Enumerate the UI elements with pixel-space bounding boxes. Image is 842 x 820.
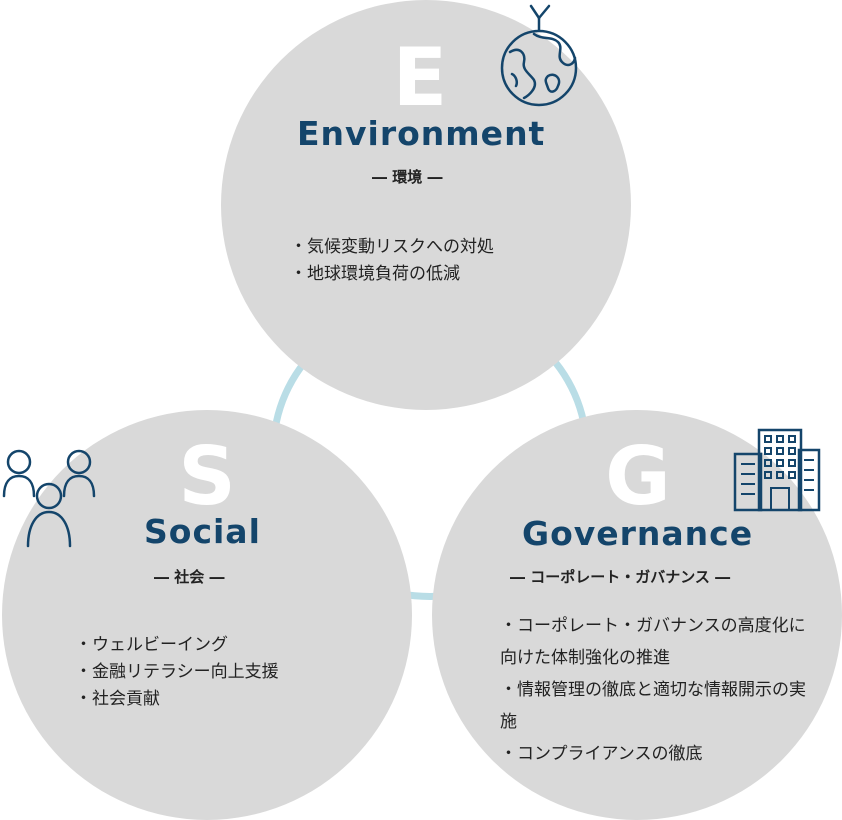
environment-subtitle: ― 環境 ― — [372, 168, 443, 186]
environment-list: ・気候変動リスクへの対処 ・地球環境負荷の低減 — [290, 234, 494, 288]
governance-title: Governance — [522, 514, 754, 553]
list-item: ・情報管理の徹底と適切な情報開示の実施 — [500, 680, 806, 732]
list-item: ・金融リテラシー向上支援 — [75, 662, 279, 682]
environment-circle — [221, 0, 631, 410]
list-item: ・コンプライアンスの徹底 — [500, 744, 703, 764]
environment-title: Environment — [297, 114, 546, 153]
social-letter: S — [178, 430, 236, 523]
globe-icon — [500, 4, 578, 107]
list-item: ・ウェルビーイング — [75, 635, 228, 655]
list-item: ・コーポレート・ガバナンスの高度化に向けた体制強化の推進 — [500, 616, 806, 668]
social-title: Social — [144, 512, 261, 551]
governance-subtitle: ― コーポレート・ガバナンス ― — [510, 568, 731, 586]
list-item: ・地球環境負荷の低減 — [290, 264, 460, 284]
social-list: ・ウェルビーイング ・金融リテラシー向上支援 ・社会貢献 — [75, 632, 279, 713]
list-item: ・気候変動リスクへの対処 — [290, 237, 494, 257]
social-subtitle: ― 社会 ― — [154, 568, 225, 586]
governance-circle — [432, 410, 842, 820]
building-icon — [733, 428, 821, 512]
governance-letter: G — [605, 430, 671, 523]
list-item: ・社会貢献 — [75, 689, 160, 709]
governance-list: ・コーポレート・ガバナンスの高度化に向けた体制強化の推進 ・情報管理の徹底と適切… — [500, 610, 812, 770]
people-icon — [2, 449, 96, 548]
environment-letter: E — [392, 31, 448, 124]
